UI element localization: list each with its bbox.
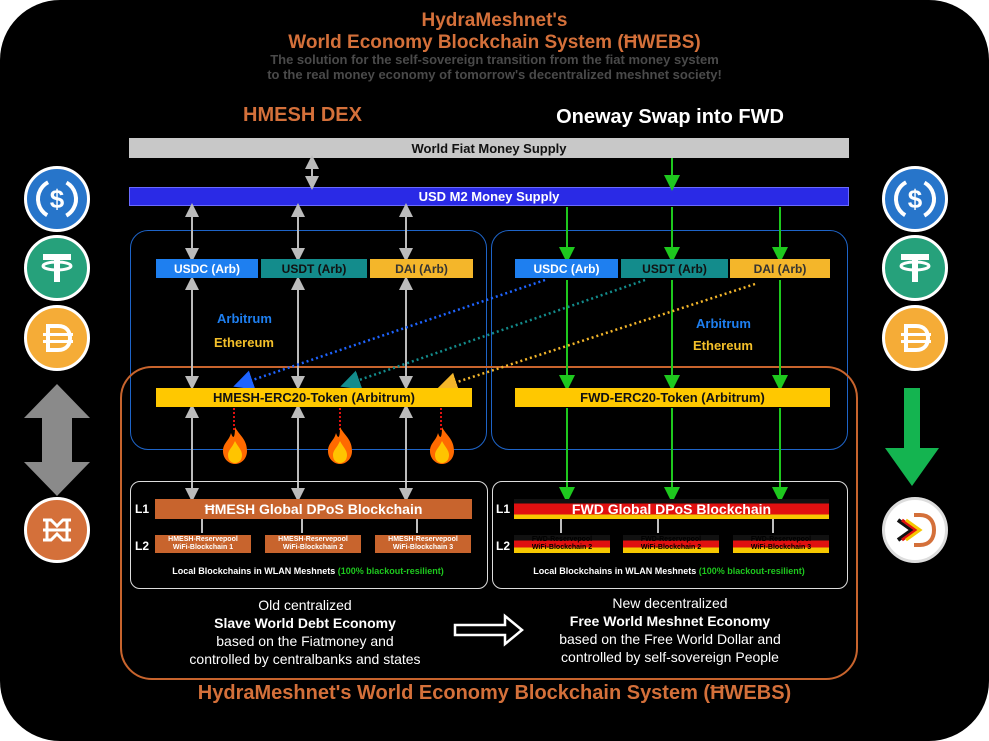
right-usdc-box: USDC (Arb) — [515, 259, 618, 278]
swap-double-arrow — [24, 384, 90, 496]
subtitle-line-2: to the real money economy of tomorrow's … — [267, 67, 722, 82]
new-economy-line-1: New decentralized — [612, 595, 728, 611]
old-economy-line-2: Slave World Debt Economy — [214, 615, 396, 631]
fwd-global-dpos-blockchain: FWD Global DPoS Blockchain — [514, 499, 829, 519]
new-economy-line-4: controlled by self-sovereign People — [561, 649, 779, 665]
hmesh-reservepool-1: HMESH-Reservepool WiFi-Blockchain 1 — [155, 535, 251, 553]
usdc-icon: $ — [24, 166, 90, 232]
pool-name: HMESH-Reservepool — [278, 536, 348, 543]
pool-chain: WiFi-Blockchain 1 — [172, 544, 234, 551]
fwd-arbitrum-box — [491, 230, 848, 450]
fwd-erc20-token: FWD-ERC20-Token (Arbitrum) — [515, 388, 830, 407]
usdc-to-hmesh-dotted-arrow — [233, 278, 546, 390]
transition-arrow — [453, 613, 524, 647]
pool-name: HMESH-Reservepool — [388, 536, 458, 543]
usdc-icon: $ — [882, 166, 948, 232]
pool-name: HMESH-Reservepool — [168, 536, 238, 543]
left-dai-box: DAI (Arb) — [370, 259, 473, 278]
oneway-swap-heading: Oneway Swap into FWD — [556, 106, 784, 128]
left-ethereum-label: Ethereum — [214, 335, 274, 350]
hwebs-outline — [120, 366, 858, 680]
fwd-l2-label: L2 — [496, 539, 511, 553]
fire-icon — [426, 425, 458, 465]
old-economy-line-1: Old centralized — [258, 597, 352, 613]
fwd-blockchain-box — [492, 481, 848, 589]
fwd-l1-label: L1 — [496, 502, 511, 516]
fwd-reservepool-2: FWD-Reservepool WiFi-Blockchain 2 — [623, 535, 719, 553]
pool-chain: WiFi-Blockchain 3 — [750, 544, 812, 551]
subtitle-line-1: The solution for the self-sovereign tran… — [270, 52, 719, 67]
old-economy-description: Old centralized Slave World Debt Economy… — [160, 596, 450, 668]
pool-name: FWD-Reservepool — [750, 536, 812, 543]
new-economy-line-3: based on the Free World Dollar and — [559, 631, 781, 647]
fiat-money-supply-bar: World Fiat Money Supply — [129, 138, 849, 158]
blackout-note: (100% blackout-resilient) — [337, 566, 444, 576]
hmesh-global-dpos-blockchain: ĦMESH Global DPoS Blockchain — [155, 499, 472, 519]
left-arbitrum-label: Arbitrum — [217, 311, 272, 326]
hmesh-blockchain-box — [130, 481, 488, 589]
tether-icon — [882, 235, 948, 301]
usd-m2-supply-bar: USD M2 Money Supply — [129, 187, 849, 206]
tether-icon — [24, 235, 90, 301]
footer-title: HydraMeshnet's World Economy Blockchain … — [197, 682, 792, 704]
pool-chain: WiFi-Blockchain 2 — [282, 544, 344, 551]
hmesh-local-blockchains-label: Local Blockchains in WLAN Meshnets (100%… — [130, 566, 486, 576]
usdt-to-hmesh-dotted-arrow — [340, 278, 646, 390]
new-economy-line-2: Free World Meshnet Economy — [569, 613, 771, 629]
right-usdt-box: USDT (Arb) — [621, 259, 728, 278]
pool-name: FWD-Reservepool — [640, 536, 702, 543]
hmesh-erc20-token: HMESH-ERC20-Token (Arbitrum) — [156, 388, 472, 407]
svg-text:$: $ — [50, 184, 65, 214]
fwd-logo-icon — [882, 497, 948, 563]
blackout-note: (100% blackout-resilient) — [698, 566, 805, 576]
oneway-down-arrow — [885, 388, 939, 486]
title-line-2: World Economy Blockchain System (ĦWEBS) — [288, 32, 701, 53]
dai-icon — [882, 305, 948, 371]
pool-chain: WiFi-Blockchain 2 — [531, 544, 593, 551]
fire-icon — [219, 425, 251, 465]
hmesh-arbitrum-box — [130, 230, 487, 450]
old-economy-line-4: controlled by centralbanks and states — [189, 651, 421, 667]
pool-name: FWD-Reservepool — [531, 536, 593, 543]
old-economy-line-3: based on the Fiatmoney and — [216, 633, 394, 649]
hmesh-l2-label: L2 — [135, 539, 150, 553]
new-economy-description: New decentralized Free World Meshnet Eco… — [525, 594, 815, 666]
pool-chain: WiFi-Blockchain 3 — [392, 544, 454, 551]
right-ethereum-label: Ethereum — [693, 338, 753, 353]
right-dai-box: DAI (Arb) — [730, 259, 830, 278]
fire-icon — [324, 425, 356, 465]
local-label: Local Blockchains in WLAN Meshnets — [533, 566, 697, 576]
hmesh-logo-icon — [24, 497, 90, 563]
left-usdc-box: USDC (Arb) — [156, 259, 258, 278]
hmesh-l1-label: L1 — [135, 502, 150, 516]
left-usdt-box: USDT (Arb) — [261, 259, 367, 278]
hmesh-reservepool-2: HMESH-Reservepool WiFi-Blockchain 2 — [265, 535, 361, 553]
dai-icon — [24, 305, 90, 371]
fwd-reservepool-1: FWD-Reservepool WiFi-Blockchain 2 — [514, 535, 610, 553]
local-label: Local Blockchains in WLAN Meshnets — [172, 566, 336, 576]
fwd-reservepool-3: FWD-Reservepool WiFi-Blockchain 3 — [733, 535, 829, 553]
right-arbitrum-label: Arbitrum — [696, 316, 751, 331]
subtitle: The solution for the self-sovereign tran… — [0, 52, 989, 82]
fwd-local-blockchains-label: Local Blockchains in WLAN Meshnets (100%… — [492, 566, 846, 576]
pool-chain: WiFi-Blockchain 2 — [640, 544, 702, 551]
title-line-1: HydraMeshnet's — [421, 10, 568, 31]
hmesh-reservepool-3: HMESH-Reservepool WiFi-Blockchain 3 — [375, 535, 471, 553]
svg-text:$: $ — [908, 184, 923, 214]
hmesh-dex-heading: HMESH DEX — [243, 104, 362, 126]
